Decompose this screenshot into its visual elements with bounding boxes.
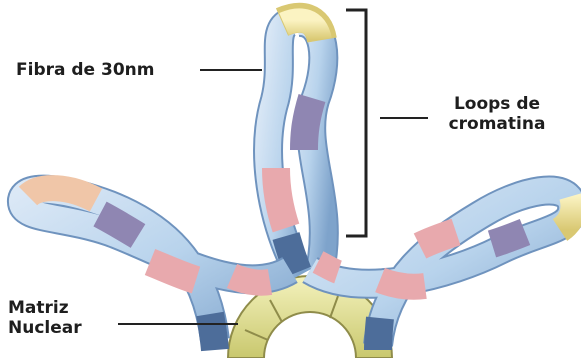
central-loop [268,18,324,275]
matrix-label: Matriz Nuclear [8,298,82,338]
loops-label-line2: cromatina [432,114,562,134]
loops-label-line1: Loops de [432,94,562,114]
loops-bracket [346,10,366,236]
fiber-label: Fibra de 30nm [16,60,154,80]
matrix-label-line1: Matriz [8,298,82,318]
matrix-label-line2: Nuclear [8,318,82,338]
loops-label: Loops de cromatina [432,94,562,134]
